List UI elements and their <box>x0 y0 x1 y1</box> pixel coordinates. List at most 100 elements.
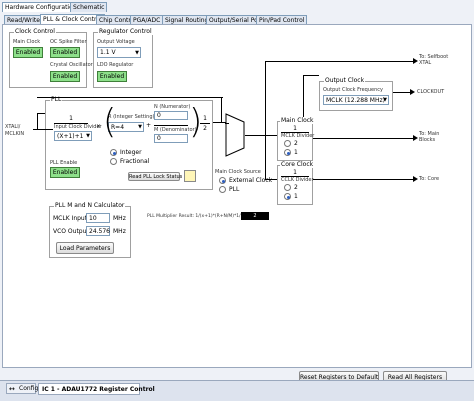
arrow-right-icon <box>413 135 418 141</box>
m-denominator-label: M (Denominator) <box>154 127 197 133</box>
clock-control-group: Clock Control Main Clock Enabled OC Spik… <box>9 28 93 88</box>
ldo-regulator-label: LDO Regulator <box>97 62 134 68</box>
output-clock-branch <box>303 75 304 135</box>
clockout-label: CLOCKOUT <box>417 89 445 95</box>
mclk-divider-2-label: 2 <box>294 140 298 147</box>
external-clock-radio[interactable] <box>219 177 226 184</box>
clock-mux-shape <box>225 113 245 157</box>
tab-pin-pad-control[interactable]: Pin/Pad Control <box>256 15 308 25</box>
regulator-control-title: Regulator Control <box>98 28 153 35</box>
mux-out-line <box>245 135 265 136</box>
mclk-input-label: MCLK Input <box>53 215 88 222</box>
core-clock-title: Core Clock <box>280 161 315 168</box>
main-clock-label: Main Clock <box>13 39 41 45</box>
right-bracket: ) <box>189 102 203 142</box>
input-divider-bar <box>54 123 88 124</box>
to-main-blocks-label: To: Main Blocks <box>419 131 440 143</box>
to-main-clock-line <box>265 135 277 136</box>
mclk-divider-numerator: 1 <box>293 125 297 132</box>
cclk-divider-2-label: 2 <box>294 184 298 191</box>
tab-ic-register-control[interactable]: IC 1 - ADAU1772 Register Control <box>38 383 155 395</box>
to-core-label: To: Core <box>419 176 440 182</box>
tab-config[interactable]: ↔Config <box>6 383 38 394</box>
pll-source-label: PLL <box>229 186 240 193</box>
cclk-divider-2-radio[interactable] <box>284 184 291 191</box>
n-numerator-label: N (Numerator) <box>154 104 191 110</box>
pll-calculator-group: PLL M and N Calculator MCLK Input 10 MHz… <box>49 202 131 258</box>
pll-fractional-radio[interactable] <box>110 158 117 165</box>
input-divider-label: Input Clock Divider <box>54 124 102 130</box>
pll-enable-button[interactable]: Enabled <box>50 167 80 178</box>
mclk-divider-bar <box>281 132 309 133</box>
mclk-divider-1-label: 1 <box>294 149 298 156</box>
mclk-divider-label: MCLK Divider <box>281 133 315 139</box>
output-divider-denominator: 2 <box>203 125 207 132</box>
output-clock-title: Output Clock <box>324 77 366 84</box>
pll-multiplier-result-value: 2 <box>241 212 269 220</box>
arrow-right-icon <box>410 89 415 95</box>
plus-sign: + <box>146 122 152 129</box>
pll-source-radio[interactable] <box>219 186 226 193</box>
cclk-divider-label: CCLK Divider <box>281 177 314 183</box>
to-main-blocks-line <box>313 138 415 139</box>
chevron-down-icon: ▼ <box>86 133 90 139</box>
mclk-divider-1-radio[interactable] <box>284 149 291 156</box>
to-core-clock-line <box>265 179 277 180</box>
arrow-right-icon <box>413 58 418 64</box>
n-numerator-input[interactable]: 0 <box>154 111 188 120</box>
r-setting-label: R (Integer Setting) <box>108 114 155 120</box>
chevron-down-icon: ▼ <box>383 97 387 103</box>
tab-hardware-configuration[interactable]: Hardware Configuration <box>2 2 80 12</box>
clock-bus-line <box>265 61 266 179</box>
xtali-to-pll-line <box>37 113 45 114</box>
pll-clock-panel: Clock Control Main Clock Enabled OC Spik… <box>2 24 472 383</box>
pll-integer-radio[interactable] <box>110 149 117 156</box>
xtali-label: XTALI/ <box>5 124 21 130</box>
chevron-down-icon: ▼ <box>138 124 142 130</box>
ldo-regulator-enable-button[interactable]: Enabled <box>97 71 127 82</box>
vco-output-field[interactable]: 24.576 <box>86 226 110 236</box>
pll-integer-label: Integer <box>120 149 142 156</box>
oc-spike-filter-label: OC Spike Filter <box>50 39 87 45</box>
cclk-divider-1-radio[interactable] <box>284 193 291 200</box>
output-clock-group: Output Clock Output Clock Frequency MCLK… <box>319 77 393 111</box>
crystal-oscillator-enable-button[interactable]: Enabled <box>50 71 80 82</box>
xtali-line <box>33 129 53 130</box>
left-bracket: ( <box>103 102 117 142</box>
m-denominator-input[interactable]: 0 <box>154 134 188 143</box>
main-clock-title: Main Clock <box>280 117 315 124</box>
oc-spike-filter-enable-button[interactable]: Enabled <box>50 47 80 58</box>
clock-control-title: Clock Control <box>14 28 56 35</box>
main-clock-source-label: Main Clock Source <box>215 169 261 175</box>
output-clock-frequency-select[interactable]: MCLK (12.288 MHz)▼ <box>323 95 389 105</box>
vco-output-label: VCO Output <box>53 228 89 235</box>
read-pll-lock-button[interactable]: Read PLL Lock Status <box>128 172 183 181</box>
core-clock-group: Core Clock 1 CCLK Divider 2 1 <box>277 161 315 205</box>
input-divider-numerator: 1 <box>69 115 73 122</box>
output-divider-bar <box>200 123 210 124</box>
pll-enable-label: PLL Enable <box>50 160 78 166</box>
n-m-fraction-bar <box>154 125 188 126</box>
pll-group: PLL 1 Input Clock Divider (X+1)+1▼ × R (… <box>45 96 213 190</box>
vco-unit-label: MHz <box>113 228 126 235</box>
external-clock-label: External Clock <box>229 177 273 184</box>
pll-lock-status-indicator <box>184 170 196 182</box>
load-parameters-button[interactable]: Load Parameters <box>56 242 114 254</box>
crystal-oscillator-label: Crystal Oscillator <box>50 62 93 68</box>
config-icon: ↔ <box>9 385 15 393</box>
external-branch-line <box>221 97 222 123</box>
main-clock-enable-button[interactable]: Enabled <box>13 47 43 58</box>
xtali-branch-line <box>37 113 38 129</box>
r-setting-select[interactable]: R=4▼ <box>108 122 144 132</box>
cclk-divider-numerator: 1 <box>293 169 297 176</box>
to-clockout-line <box>393 92 413 93</box>
multiply-sign: × <box>96 123 102 130</box>
mclk-input-field[interactable]: 10 <box>86 213 110 223</box>
mclkin-label: MCLKIN <box>5 131 25 137</box>
mclk-divider-2-radio[interactable] <box>284 140 291 147</box>
input-divider-select[interactable]: (X+1)+1▼ <box>54 131 92 141</box>
to-core-line <box>313 179 415 180</box>
tab-schematic[interactable]: Schematic <box>70 2 108 12</box>
output-voltage-select[interactable]: 1.1 V▼ <box>97 47 141 58</box>
pll-fractional-label: Fractional <box>120 158 150 165</box>
